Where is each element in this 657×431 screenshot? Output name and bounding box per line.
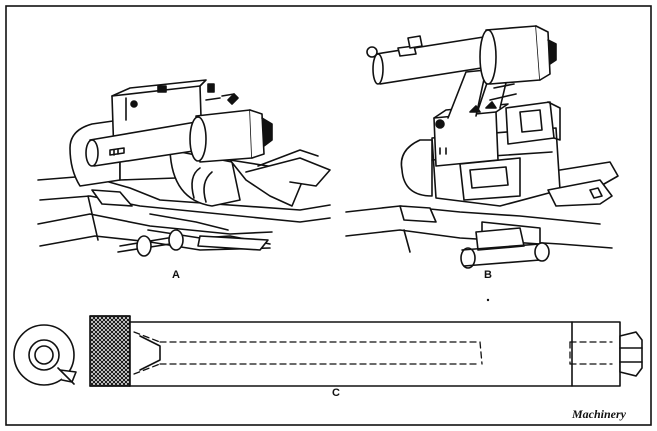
view-c-drawing — [13, 315, 643, 387]
view-b-drawing — [345, 25, 619, 269]
view-a-label: A — [172, 269, 180, 281]
view-a-drawing — [37, 79, 331, 257]
view-c-label: C — [332, 387, 340, 399]
knurled-nut — [89, 315, 131, 387]
end-hex-nut — [619, 331, 643, 377]
publisher-credit: Machinery — [571, 407, 627, 421]
bar-body — [129, 321, 621, 387]
view-b-label: B — [484, 269, 492, 281]
figure-border — [5, 5, 652, 426]
